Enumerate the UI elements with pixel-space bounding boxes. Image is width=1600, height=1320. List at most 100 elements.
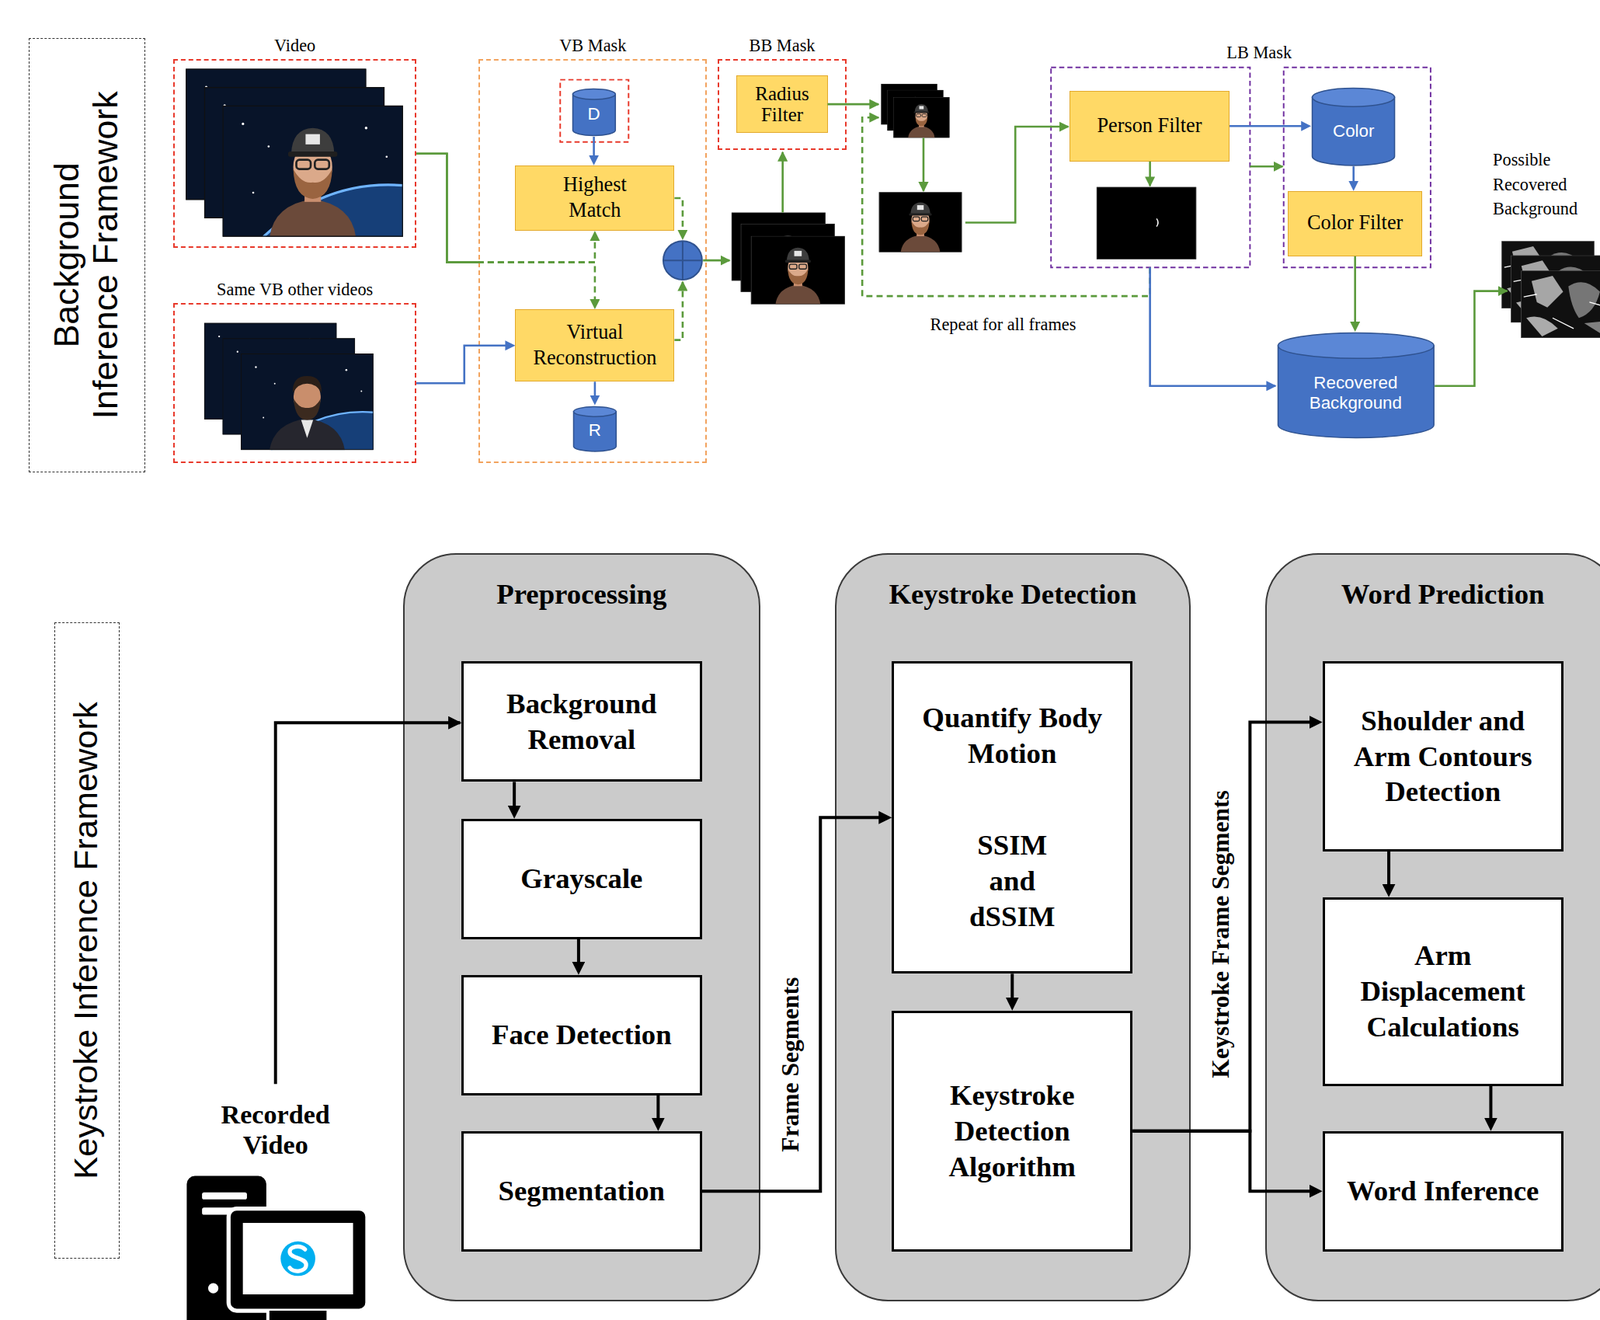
process-box: Segmentation — [461, 1130, 703, 1252]
filtered-frames — [879, 191, 963, 253]
mask-frame — [1283, 67, 1431, 268]
process-box: Shoulder and Arm Contours Detection — [1322, 660, 1564, 851]
process-box: Keystroke Detection Algorithm — [891, 1010, 1133, 1252]
merge-symbol — [663, 240, 703, 280]
edge-label: Keystroke Frame Segments — [1206, 789, 1235, 1079]
computer-icon — [186, 1175, 368, 1320]
cylinder-top — [573, 406, 617, 417]
label-holder: Keystroke Frame Segments — [1077, 919, 1366, 948]
phase-panel: Word PredictionShoulder and Arm Contours… — [1265, 553, 1600, 1301]
box-label: Word Inference — [1346, 1172, 1539, 1209]
connector-path — [1132, 722, 1313, 1131]
masked-frames — [731, 212, 846, 304]
process-box: Quantify Body MotionSSIM and dSSIM — [891, 660, 1133, 974]
box-label: Arm Displacement Calculations — [1338, 937, 1548, 1045]
filtered-frames — [879, 83, 963, 253]
connector-path — [702, 817, 883, 1191]
box-label: Radius Filter — [740, 83, 823, 126]
box-label: Quantify Body Motion — [899, 699, 1125, 772]
flow-line — [1434, 291, 1507, 387]
other-video-frames — [204, 323, 374, 451]
dataset-frame — [560, 80, 629, 143]
box-label: Grayscale — [520, 860, 643, 897]
connector-arrow — [1229, 125, 1305, 127]
source-label: Recorded Video — [204, 1099, 348, 1161]
box-label: Color Filter — [1307, 210, 1403, 237]
connector-arrow — [416, 153, 595, 263]
title-text: Background Inference Framework — [29, 38, 144, 472]
box-label: Shoulder and Arm Contours Detection — [1338, 702, 1548, 811]
box-label: Background Removal — [476, 685, 687, 758]
flow-line — [965, 126, 1069, 223]
connector-path — [477, 237, 595, 262]
label-holder: Recorded Video — [204, 1099, 348, 1161]
computer-icon — [289, 1245, 307, 1270]
process-box: Radius Filter — [736, 75, 828, 133]
process-box: Arm Displacement Calculations — [1322, 897, 1564, 1086]
connector-arrow — [702, 817, 883, 1191]
connector-arrow — [1388, 851, 1390, 888]
edge-label: Frame Segments — [776, 977, 805, 1152]
process-box: Virtual Reconstruction — [514, 309, 675, 382]
cylinder-label: R — [588, 420, 602, 442]
connector-path — [416, 153, 478, 263]
merge-symbol — [663, 240, 703, 280]
connector-path — [416, 345, 508, 384]
process-box: Color Filter — [1287, 191, 1423, 257]
group-heading: Video — [174, 34, 415, 57]
connector-path — [1488, 1085, 1493, 1122]
connector-path — [592, 136, 595, 159]
connector-path — [1352, 166, 1355, 184]
label-holder: Repeat for all frames — [929, 314, 1076, 335]
cylinder-top — [572, 88, 616, 99]
process-box: Grayscale — [461, 818, 703, 940]
connector-path — [1353, 256, 1357, 325]
flow-line — [275, 722, 461, 1084]
box-label: Person Filter — [1096, 113, 1202, 140]
flow-line — [1148, 161, 1152, 187]
connector-path — [1387, 851, 1391, 888]
connector-arrow — [1490, 1085, 1492, 1122]
merge-symbol — [663, 240, 703, 280]
note-label: Repeat for all frames — [929, 314, 1076, 335]
database-cylinder: Color — [1311, 86, 1396, 167]
cylinder-body — [1277, 345, 1434, 439]
image-caption: Possible Recovered Background — [1492, 147, 1594, 221]
flow-line — [922, 138, 926, 192]
connector-path — [512, 781, 516, 809]
connector-arrow — [594, 381, 595, 398]
cylinder-top — [1277, 332, 1434, 359]
group-heading: LB Mask — [1069, 41, 1450, 64]
connector-arrow — [657, 1095, 659, 1122]
connector-path — [594, 381, 597, 398]
title-text: Keystroke Inference Framework — [55, 622, 119, 1256]
connector-arrow — [1132, 722, 1313, 1131]
panel-heading: Word Prediction — [1266, 577, 1600, 612]
group-heading: Same VB other videos — [174, 278, 415, 301]
flow-line — [827, 103, 879, 106]
box-label: SSIM and dSSIM — [961, 827, 1063, 935]
connector-path — [477, 262, 595, 303]
framework-title: Background Inference Framework — [28, 38, 146, 474]
mask-frame — [1050, 67, 1250, 268]
panel-heading: Preprocessing — [404, 577, 759, 612]
flow-line — [1150, 267, 1277, 386]
cylinder-label: Recovered Background — [1280, 372, 1431, 415]
box-label: Keystroke Detection Algorithm — [907, 1077, 1117, 1185]
connector-path — [1010, 973, 1014, 1001]
box-label: Highest Match — [548, 172, 642, 224]
other-video-frames — [240, 353, 374, 450]
box-label: Segmentation — [498, 1172, 665, 1209]
connector-arrow — [1012, 973, 1013, 1001]
connector-arrow — [1132, 1130, 1313, 1192]
connector-path — [1229, 125, 1305, 128]
flow-line — [275, 104, 1508, 1084]
flow-line — [1249, 165, 1283, 168]
connector-arrow — [1354, 256, 1356, 325]
flow-line — [702, 259, 730, 262]
process-box: Person Filter — [1069, 90, 1230, 162]
masked-frames — [751, 236, 846, 305]
connector-arrow — [577, 939, 579, 966]
computer-icon — [201, 1192, 247, 1200]
flow-line — [781, 152, 784, 213]
